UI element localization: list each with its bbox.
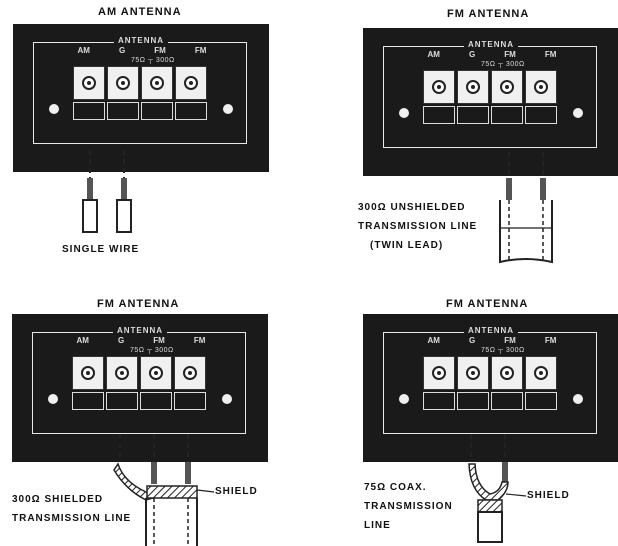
screw-icon <box>184 76 198 90</box>
terminal-block <box>423 356 559 418</box>
mounting-hole <box>223 104 233 114</box>
terminal-block <box>423 70 559 132</box>
twin-lead-connection <box>499 152 553 264</box>
terminal-name: AM <box>427 50 440 59</box>
caption-panel-3: 300Ω SHIELDED TRANSMISSION LINE <box>12 494 132 524</box>
mounting-hole <box>573 108 583 118</box>
terminal-fm-300 <box>174 356 206 390</box>
terminal-fm-75 <box>491 70 523 104</box>
caption-panel-1: SINGLE WIRE <box>62 244 140 255</box>
terminal-fm-300 <box>525 70 557 104</box>
terminal-name: FM <box>194 46 207 55</box>
screw-icon <box>115 366 129 380</box>
terminal-names: AM G FM FM <box>413 336 571 345</box>
terminal-fm-300 <box>175 66 207 100</box>
terminal-name: AM <box>77 46 90 55</box>
mounting-hole <box>48 394 58 404</box>
screw-icon <box>149 366 163 380</box>
screw-icon <box>116 76 130 90</box>
terminal-am <box>72 356 104 390</box>
terminal-names: AM G FM FM <box>413 50 571 59</box>
terminal-name: G <box>119 46 126 55</box>
caption-panel-2: 300Ω UNSHIELDED TRANSMISSION LINE (TWIN … <box>358 202 478 251</box>
mounting-hole <box>222 394 232 404</box>
panel-1-title: AM ANTENNA <box>98 6 182 18</box>
terminal-name: FM <box>154 46 166 55</box>
screw-icon <box>81 366 95 380</box>
impedance-label: 75Ω ┬ 300Ω <box>481 61 525 68</box>
mounting-hole <box>49 104 59 114</box>
shield-label: SHIELD <box>215 486 258 497</box>
mounting-hole <box>573 394 583 404</box>
screw-icon <box>500 366 514 380</box>
panel-4-title: FM ANTENNA <box>446 298 529 310</box>
terminal-fm-300 <box>525 356 557 390</box>
terminal-name: FM <box>504 50 516 59</box>
mounting-hole <box>399 394 409 404</box>
screw-icon <box>432 80 446 94</box>
terminal-panel-4: ANTENNA AM G FM FM 75Ω ┬ 300Ω <box>363 314 618 462</box>
terminal-name: G <box>469 50 476 59</box>
terminal-name: G <box>118 336 125 345</box>
screw-icon <box>82 76 96 90</box>
terminal-block <box>73 66 209 128</box>
terminal-block <box>72 356 208 418</box>
screw-icon <box>150 76 164 90</box>
terminal-name: FM <box>153 336 165 345</box>
terminal-am <box>423 70 455 104</box>
terminal-panel-3: ANTENNA AM G FM FM 75Ω ┬ 300Ω <box>12 314 268 462</box>
screw-icon <box>466 366 480 380</box>
impedance-label: 75Ω ┬ 300Ω <box>130 347 174 354</box>
terminal-fm-75 <box>491 356 523 390</box>
impedance-label: 75Ω ┬ 300Ω <box>131 57 175 64</box>
panel-2-title: FM ANTENNA <box>447 8 530 20</box>
screw-icon <box>466 80 480 94</box>
terminal-g <box>106 356 138 390</box>
terminal-name: AM <box>427 336 440 345</box>
shielded-line-connection <box>113 434 215 546</box>
screw-icon <box>432 366 446 380</box>
terminal-g <box>457 70 489 104</box>
terminal-panel-2: ANTENNA AM G FM FM 75Ω ┬ 300Ω <box>363 28 618 176</box>
terminal-name: AM <box>76 336 89 345</box>
screw-icon <box>500 80 514 94</box>
antenna-board-label: ANTENNA <box>12 326 268 349</box>
terminal-name: FM <box>544 336 557 345</box>
screw-icon <box>183 366 197 380</box>
caption-panel-4: 75Ω COAX. TRANSMISSION LINE <box>364 482 453 531</box>
terminal-name: G <box>469 336 476 345</box>
terminal-am <box>73 66 105 100</box>
terminal-names: AM G FM FM <box>62 336 220 345</box>
impedance-label: 75Ω ┬ 300Ω <box>481 347 525 354</box>
terminal-name: FM <box>193 336 206 345</box>
coax-connection <box>468 434 527 543</box>
antenna-board-label: ANTENNA <box>13 36 269 59</box>
terminal-g <box>107 66 139 100</box>
terminal-panel-1: ANTENNA AM G FM FM 75Ω ┬ 300Ω <box>13 24 269 172</box>
panel-3-title: FM ANTENNA <box>97 298 180 310</box>
screw-icon <box>534 80 548 94</box>
screw-icon <box>534 366 548 380</box>
terminal-g <box>457 356 489 390</box>
terminal-fm-75 <box>141 66 173 100</box>
terminal-am <box>423 356 455 390</box>
antenna-board-label: ANTENNA <box>363 40 618 63</box>
terminal-name: FM <box>544 50 557 59</box>
single-wire-connection <box>82 150 132 233</box>
mounting-hole <box>399 108 409 118</box>
shield-label: SHIELD <box>527 490 570 501</box>
antenna-board-label: ANTENNA <box>363 326 618 349</box>
terminal-name: FM <box>504 336 516 345</box>
terminal-fm-75 <box>140 356 172 390</box>
terminal-names: AM G FM FM <box>63 46 221 55</box>
